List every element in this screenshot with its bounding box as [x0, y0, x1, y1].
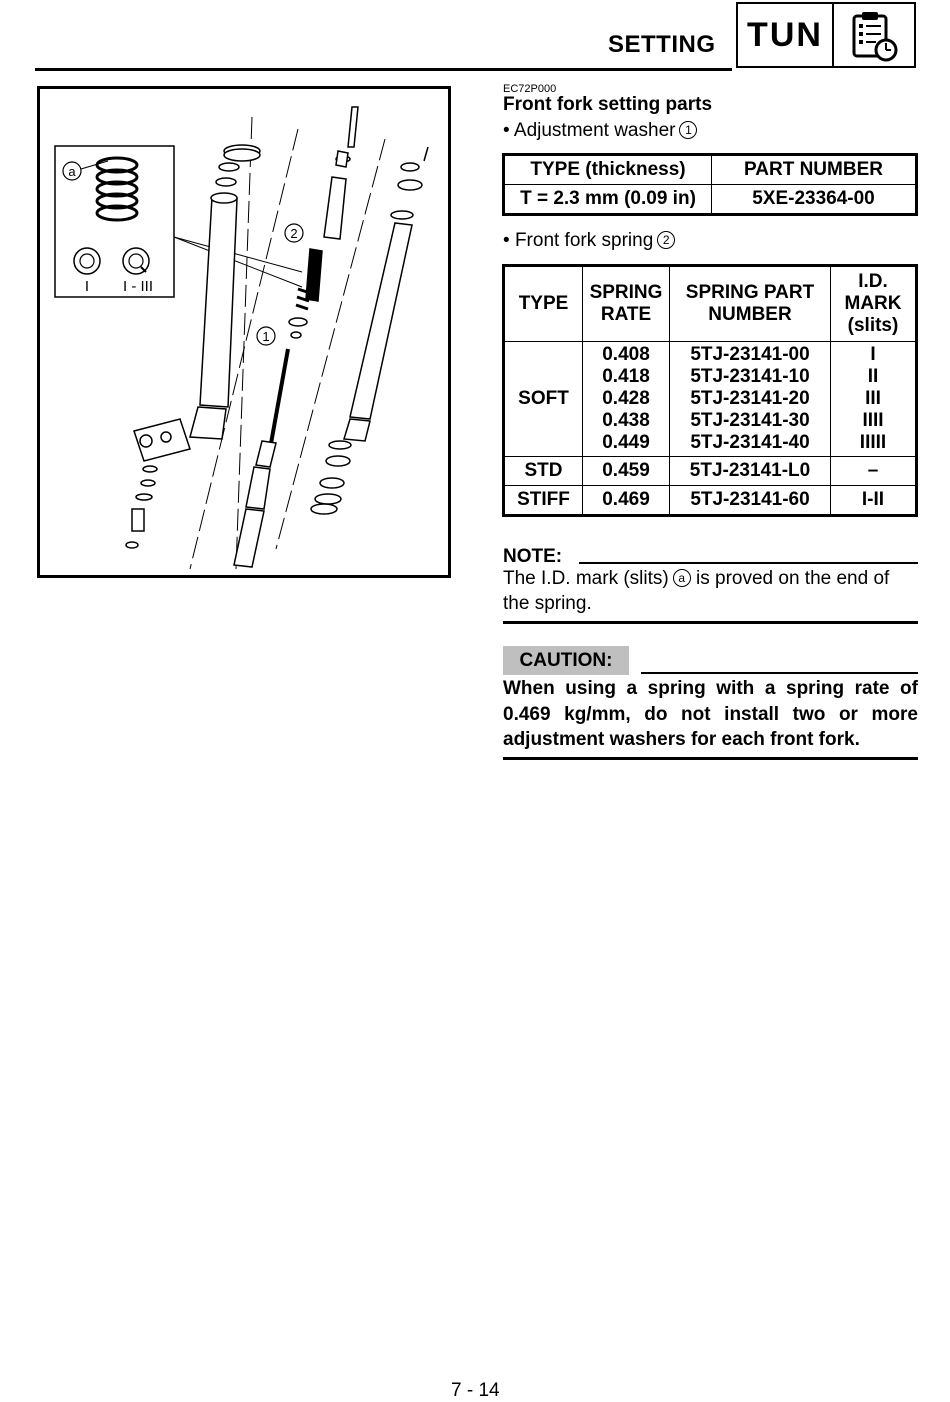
table-header-row: TYPE (thickness) PART NUMBER: [503, 154, 917, 185]
table-cell: I II III IIII IIIII: [830, 341, 917, 457]
note-text: The I.D. mark (slits)a is proved on the …: [503, 566, 918, 616]
ref-2: 2: [657, 231, 676, 249]
inset-label-left: I: [85, 278, 89, 295]
table-cell: 5TJ-23141-60: [669, 485, 831, 516]
spring-mark-inset: a I I - III: [54, 145, 175, 298]
page-title: SETTING: [608, 31, 716, 58]
table-header: TYPE: [503, 265, 583, 342]
table-cell: 5XE-23364-00: [711, 184, 917, 215]
table-cell: STD: [503, 456, 583, 486]
table-header: PART NUMBER: [711, 154, 917, 185]
inset-label-right: I - III: [123, 278, 153, 295]
table-header: SPRING PART NUMBER: [669, 265, 831, 342]
page-number: 7 - 14: [451, 1380, 500, 1401]
callout-a: a: [68, 164, 76, 179]
table-cell: 0.459: [582, 456, 670, 486]
table-cell: 5TJ-23141-00 5TJ-23141-10 5TJ-23141-20 5…: [669, 341, 831, 457]
bullet-text: Front fork spring: [514, 230, 654, 251]
table-cell: I-II: [830, 485, 917, 516]
table-header-row: TYPE SPRING RATE SPRING PART NUMBER I.D.…: [503, 265, 917, 342]
table-row: SOFT 0.408 0.418 0.428 0.438 0.449 5TJ-2…: [503, 341, 917, 457]
washer-table: TYPE (thickness) PART NUMBER T = 2.3 mm …: [502, 153, 918, 216]
note-text-before: The I.D. mark (slits): [503, 568, 669, 589]
front-fork-exploded-figure: a I I - III: [37, 86, 451, 578]
table-row: T = 2.3 mm (0.09 in) 5XE-23364-00: [503, 184, 917, 215]
section-tab: TUN: [736, 2, 916, 68]
table-header: TYPE (thickness): [503, 154, 712, 185]
note-text-after: is proved on the end of the spring.: [503, 568, 890, 614]
ref-a: a: [672, 569, 691, 587]
table-cell: 5TJ-23141-L0: [669, 456, 831, 486]
caution-label: CAUTION:: [503, 646, 629, 675]
table-cell: 0.408 0.418 0.428 0.438 0.449: [582, 341, 670, 457]
clipboard-stopwatch-icon: [834, 4, 914, 66]
section-title: Front fork setting parts: [503, 94, 713, 115]
table-header: SPRING RATE: [582, 265, 670, 342]
callout-2: 2: [290, 226, 297, 241]
caution-end-rule: [503, 757, 918, 760]
caution-text: When using a spring with a spring rate o…: [503, 678, 918, 750]
table-cell: STIFF: [503, 485, 583, 516]
caution-divider: [641, 672, 918, 674]
spring-table: TYPE SPRING RATE SPRING PART NUMBER I.D.…: [502, 264, 918, 517]
table-cell: 0.469: [582, 485, 670, 516]
note-label: NOTE:: [503, 546, 563, 567]
table-cell: SOFT: [503, 341, 583, 457]
table-row: STIFF 0.469 5TJ-23141-60 I-II: [503, 485, 917, 516]
header-rule: [35, 68, 732, 71]
bullet-text: Adjustment washer: [513, 120, 676, 141]
table-cell: –: [830, 456, 917, 486]
callout-1: 1: [262, 329, 269, 344]
table-row: STD 0.459 5TJ-23141-L0 –: [503, 456, 917, 486]
table-header: I.D. MARK (slits): [830, 265, 917, 342]
section-code: EC72P000: [503, 83, 557, 95]
section-tab-label: TUN: [738, 4, 834, 66]
table-cell: T = 2.3 mm (0.09 in): [503, 184, 712, 215]
note-divider: [579, 562, 918, 564]
ref-1: 1: [679, 121, 698, 139]
note-end-rule: [503, 621, 918, 624]
